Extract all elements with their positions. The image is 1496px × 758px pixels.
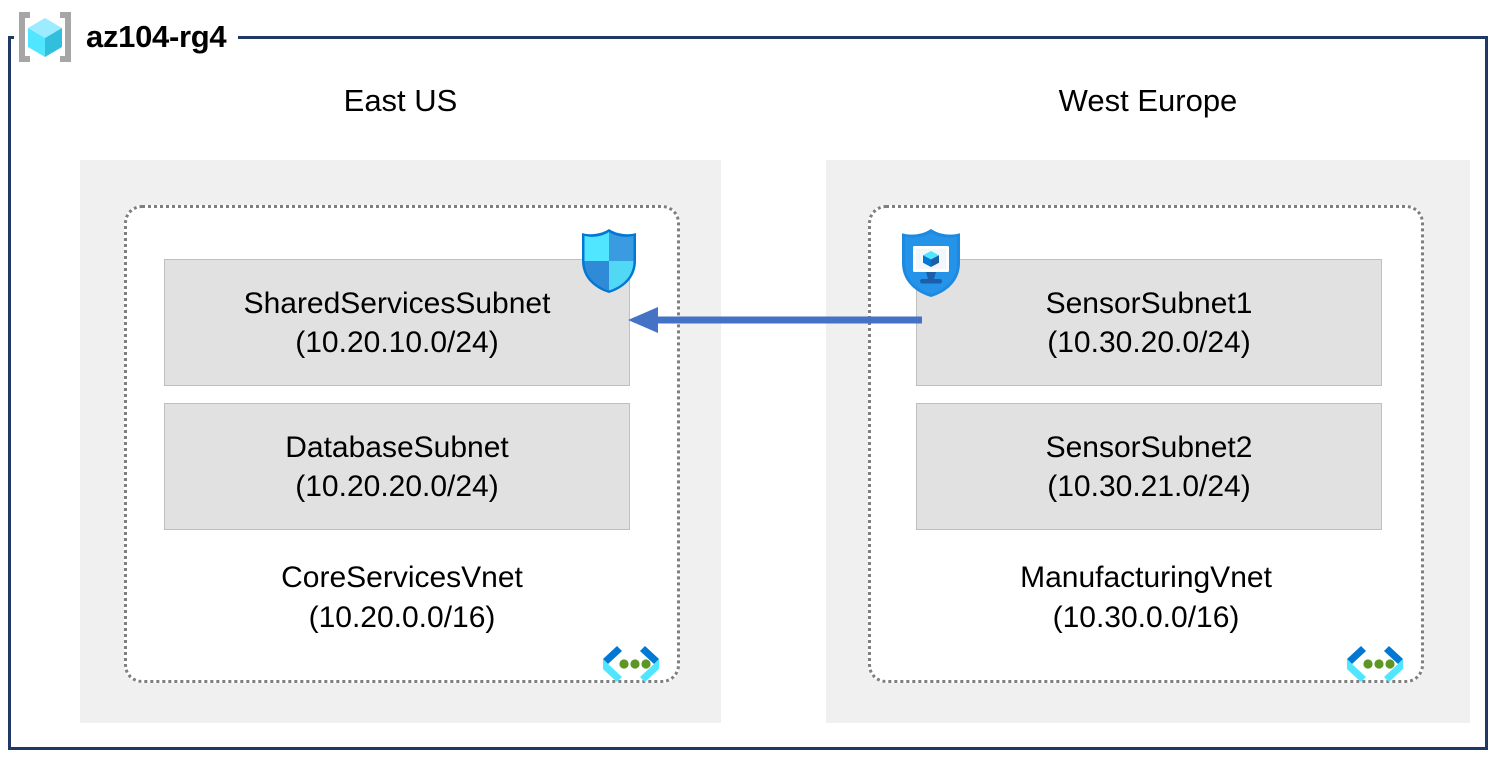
vnet-cidr-manufacturingvnet: (10.30.0.0/16) [1052,601,1240,635]
application-security-group-shield-icon [902,229,960,297]
region-label-eastus: East US [343,83,458,118]
network-security-group-shield-icon [582,229,636,293]
vnet-name-coreservicesvnet: CoreServicesVnet [281,561,523,595]
subnet-name-sharedservicessubnet: SharedServicesSubnet [243,286,551,320]
subnet-cidr-sensorsubnet2: (10.30.21.0/24) [1047,469,1251,503]
virtual-network-icon [1347,646,1403,682]
subnet-name-sensorsubnet2: SensorSubnet2 [1045,430,1253,464]
resource-group-name: az104-rg4 [86,18,227,54]
subnet-cidr-sensorsubnet1: (10.30.20.0/24) [1047,325,1251,359]
subnet-sensorsubnet2[interactable]: SensorSubnet2 (10.30.21.0/24) [916,403,1382,530]
vnet-caption-coreservicesvnet: CoreServicesVnet (10.20.0.0/16) [127,558,677,638]
subnet-databasesubnet[interactable]: DatabaseSubnet (10.20.20.0/24) [164,403,630,530]
resource-group-frame [8,36,1488,750]
vnet-cidr-coreservicesvnet: (10.20.0.0/16) [308,601,496,635]
subnet-cidr-databasesubnet: (10.20.20.0/24) [295,469,499,503]
vnet-name-manufacturingvnet: ManufacturingVnet [1020,561,1272,595]
subnet-sensorsubnet1[interactable]: SensorSubnet1 (10.30.20.0/24) [916,259,1382,386]
region-eastus: East US [80,83,721,723]
region-label-westeurope: West Europe [1058,83,1238,118]
virtual-network-icon [603,646,659,682]
subnet-name-sensorsubnet1: SensorSubnet1 [1045,286,1253,320]
vnet-caption-manufacturingvnet: ManufacturingVnet (10.30.0.0/16) [871,558,1421,638]
subnet-sharedservicessubnet[interactable]: SharedServicesSubnet (10.20.10.0/24) [164,259,630,386]
resource-group-header: az104-rg4 [14,6,227,68]
subnet-name-databasesubnet: DatabaseSubnet [285,430,509,464]
resource-group-cube-icon [19,12,71,62]
vnet-peering-arrow [628,307,922,333]
region-westeurope: West Europe [826,83,1470,723]
subnet-cidr-sharedservicessubnet: (10.20.10.0/24) [295,325,499,359]
